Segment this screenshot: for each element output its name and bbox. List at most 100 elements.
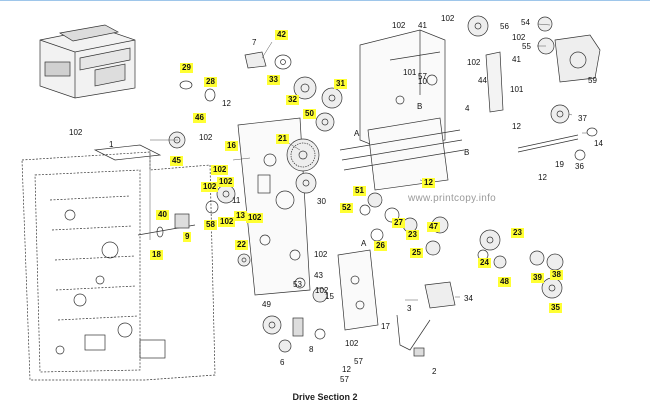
callout-33: 33 (267, 75, 280, 85)
harness-3 (396, 314, 431, 351)
gear-51 (367, 192, 383, 208)
callout-45: 45 (170, 156, 183, 166)
callout-102: 102 (217, 177, 235, 187)
callout-8: 8 (309, 345, 314, 354)
gear-38 (546, 253, 564, 271)
callout-35: 35 (549, 303, 562, 313)
callout-55: 55 (522, 42, 531, 51)
callout-16: 16 (225, 141, 238, 151)
callout-7: 7 (252, 38, 257, 47)
callout-26: 26 (374, 241, 387, 251)
gear-25 (425, 240, 441, 256)
callout-27: 27 (392, 218, 405, 228)
callout-1: 1 (109, 140, 114, 149)
gear-49 (262, 315, 282, 335)
callout-14: 14 (594, 139, 603, 148)
gear-15 (312, 287, 328, 303)
callout-102: 102 (512, 33, 526, 42)
callout-40: 40 (156, 210, 169, 220)
callout-58: 58 (204, 220, 217, 230)
gear-48 (493, 255, 507, 269)
gear-33 (274, 54, 292, 70)
callout-56: 56 (500, 22, 509, 31)
gear-53 (294, 277, 306, 289)
callout-12: 12 (342, 365, 351, 374)
bushing-29 (179, 80, 193, 90)
callout-12: 12 (422, 178, 435, 188)
callout-21: 21 (276, 134, 289, 144)
callout-47: 47 (427, 222, 440, 232)
callout-102: 102 (69, 128, 83, 137)
bracket-1 (93, 144, 162, 161)
gear-50 (315, 112, 335, 132)
gear-22 (237, 253, 251, 267)
callout-102: 102 (246, 213, 264, 223)
sensor-34 (424, 281, 456, 309)
callout-12: 12 (512, 122, 521, 131)
gear-56 (467, 15, 489, 37)
top-border (0, 0, 650, 1)
callout-37: 37 (578, 114, 587, 123)
callout-46: 46 (193, 113, 206, 123)
spring-8 (292, 317, 304, 337)
gear-6 (278, 339, 292, 353)
callout-23: 23 (406, 230, 419, 240)
callout-50: 50 (303, 109, 316, 119)
callout-102: 102 (199, 133, 213, 142)
callout-41: 41 (418, 21, 427, 30)
gear-30 (295, 172, 317, 194)
gear-52 (359, 204, 371, 216)
shaft-19 (517, 134, 579, 153)
callout-22: 22 (235, 240, 248, 250)
callout-41: 41 (512, 55, 521, 64)
callout-57: 57 (340, 375, 349, 384)
callout-28: 28 (204, 77, 217, 87)
callout-57: 57 (354, 357, 363, 366)
callout-101: 101 (510, 85, 524, 94)
callout-12: 12 (538, 173, 547, 182)
callout-53: 53 (293, 280, 302, 289)
callout-49: 49 (262, 300, 271, 309)
callout-101: 101 (403, 68, 417, 77)
callout-10: 10 (418, 77, 427, 86)
callout-52: 52 (340, 203, 353, 213)
callout-18: 18 (150, 250, 163, 260)
callout-11: 11 (232, 196, 241, 205)
callout-42: 42 (275, 30, 288, 40)
gear-23b (479, 229, 501, 251)
shaft-7 (244, 51, 267, 69)
gear-36 (574, 149, 586, 161)
callout-48: 48 (498, 277, 511, 287)
callout-57: 57 (418, 72, 427, 81)
gear-58 (205, 200, 219, 214)
callout-102: 102 (315, 286, 329, 295)
callout-A: A (354, 129, 360, 138)
gear-39 (529, 250, 545, 266)
callout-13: 13 (234, 211, 247, 221)
callout-25: 25 (410, 248, 423, 258)
callout-34: 34 (464, 294, 473, 303)
callout-44: 44 (478, 76, 487, 85)
callout-39: 39 (531, 273, 544, 283)
clutch-9 (137, 213, 196, 238)
callout-24: 24 (478, 258, 491, 268)
callout-102: 102 (201, 182, 219, 192)
callout-102: 102 (467, 58, 481, 67)
motor-59 (554, 34, 601, 83)
callout-3: 3 (407, 304, 412, 313)
diagram-caption: Drive Section 2 (292, 392, 358, 402)
callout-43: 43 (314, 271, 323, 280)
callout-9: 9 (183, 232, 192, 242)
callout-B: B (417, 102, 423, 111)
callout-102: 102 (345, 339, 359, 348)
gear-26 (370, 228, 384, 242)
bracket-44 (485, 51, 504, 113)
right-upper-bracket (359, 29, 446, 151)
callout-59: 59 (588, 76, 597, 85)
callout-2: 2 (432, 367, 437, 376)
callout-32: 32 (286, 95, 299, 105)
bushing-28 (204, 88, 216, 102)
callout-31: 31 (334, 79, 347, 89)
gear-35 (541, 277, 563, 299)
